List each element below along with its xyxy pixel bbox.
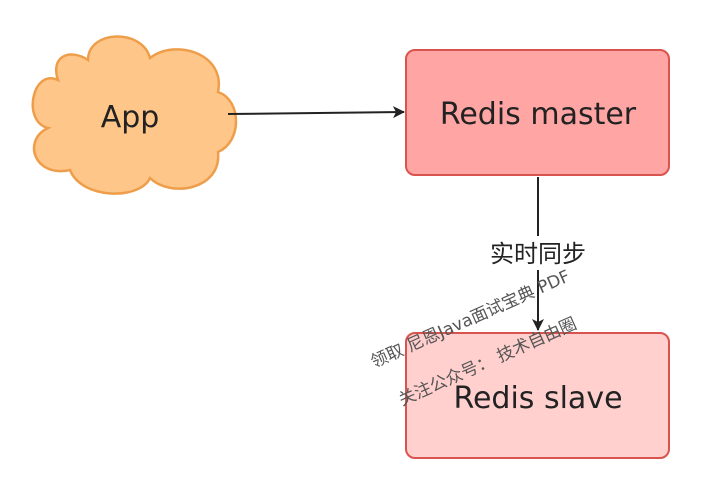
redis-slave-node[interactable]: Redis slave <box>405 332 670 459</box>
redis-slave-box <box>405 332 670 459</box>
redis-master-node[interactable]: Redis master <box>405 49 670 176</box>
redis-master-box <box>405 49 670 176</box>
cloud-shape <box>31 35 238 195</box>
app-node[interactable]: App <box>31 35 238 195</box>
redis-slave-label: Redis slave <box>453 381 622 416</box>
app-node-label: App <box>101 100 160 135</box>
edge-label-background <box>482 236 596 270</box>
edge-label-sync: 实时同步 <box>490 240 586 268</box>
edge-app-to-master <box>227 106 405 119</box>
redis-master-label: Redis master <box>440 97 637 132</box>
